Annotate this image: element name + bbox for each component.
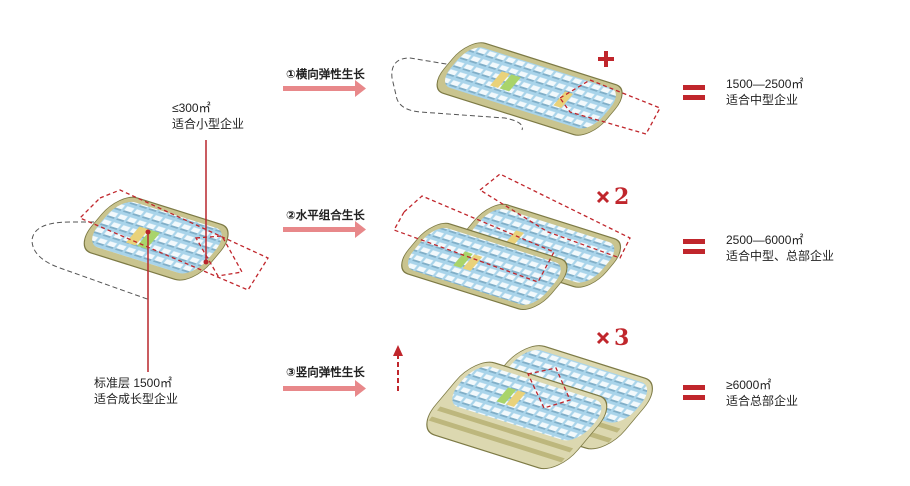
plus-icon bbox=[598, 51, 614, 67]
multiplier-2: 2 bbox=[614, 184, 630, 210]
step1-extension-boundary bbox=[559, 79, 661, 135]
core-yellow bbox=[125, 226, 149, 246]
base-floor-plan bbox=[31, 189, 269, 301]
step2-result-desc: 适合中型、总部企业 bbox=[726, 249, 835, 263]
step2-result-area: 2500—6000㎡ bbox=[726, 233, 804, 247]
step-arrow-2 bbox=[283, 221, 366, 238]
step3-result-desc: 适合总部企业 bbox=[726, 394, 799, 408]
times-icon-2 bbox=[596, 190, 610, 204]
small-unit-dot bbox=[203, 259, 209, 265]
small-unit-boundary bbox=[194, 235, 244, 277]
step2-label: ②水平组合生长 bbox=[286, 210, 365, 222]
standard-floor-dot bbox=[145, 229, 151, 235]
standard-floor-boundary bbox=[78, 189, 269, 291]
times-icon-3 bbox=[596, 331, 610, 345]
small-desc-label: 适合小型企业 bbox=[172, 117, 245, 131]
standard-area-label: 标准层 1500㎡ bbox=[94, 376, 173, 390]
step3-label: ③竖向弹性生长 bbox=[286, 367, 365, 379]
step1-building bbox=[391, 42, 661, 136]
step1-result-area: 1500—2500㎡ bbox=[726, 77, 804, 91]
step2-upper-boundary bbox=[478, 173, 631, 259]
step-arrow-3 bbox=[283, 380, 366, 397]
step3-result-area: ≥6000㎡ bbox=[726, 378, 772, 392]
step1-label: ①横向弹性生长 bbox=[286, 69, 365, 81]
equals-icon-2 bbox=[683, 239, 705, 254]
standard-desc-label: 适合成长型企业 bbox=[94, 392, 179, 406]
step3-shared-core-boundary bbox=[527, 367, 571, 409]
base-floor-desks bbox=[92, 201, 222, 274]
up-arrow-icon bbox=[393, 345, 403, 392]
small-area-label: ≤300㎡ bbox=[172, 101, 211, 115]
step-arrow-1 bbox=[283, 80, 366, 97]
multiplier-3: 3 bbox=[614, 325, 630, 351]
equals-icon-3 bbox=[683, 385, 705, 400]
step1-result-desc: 适合中型企业 bbox=[726, 93, 799, 107]
step2-lower-boundary bbox=[393, 195, 555, 283]
step3-building bbox=[426, 345, 653, 470]
step2-building bbox=[393, 173, 631, 310]
step1-dashed-outline bbox=[391, 57, 523, 131]
equals-icon-1 bbox=[683, 85, 705, 100]
